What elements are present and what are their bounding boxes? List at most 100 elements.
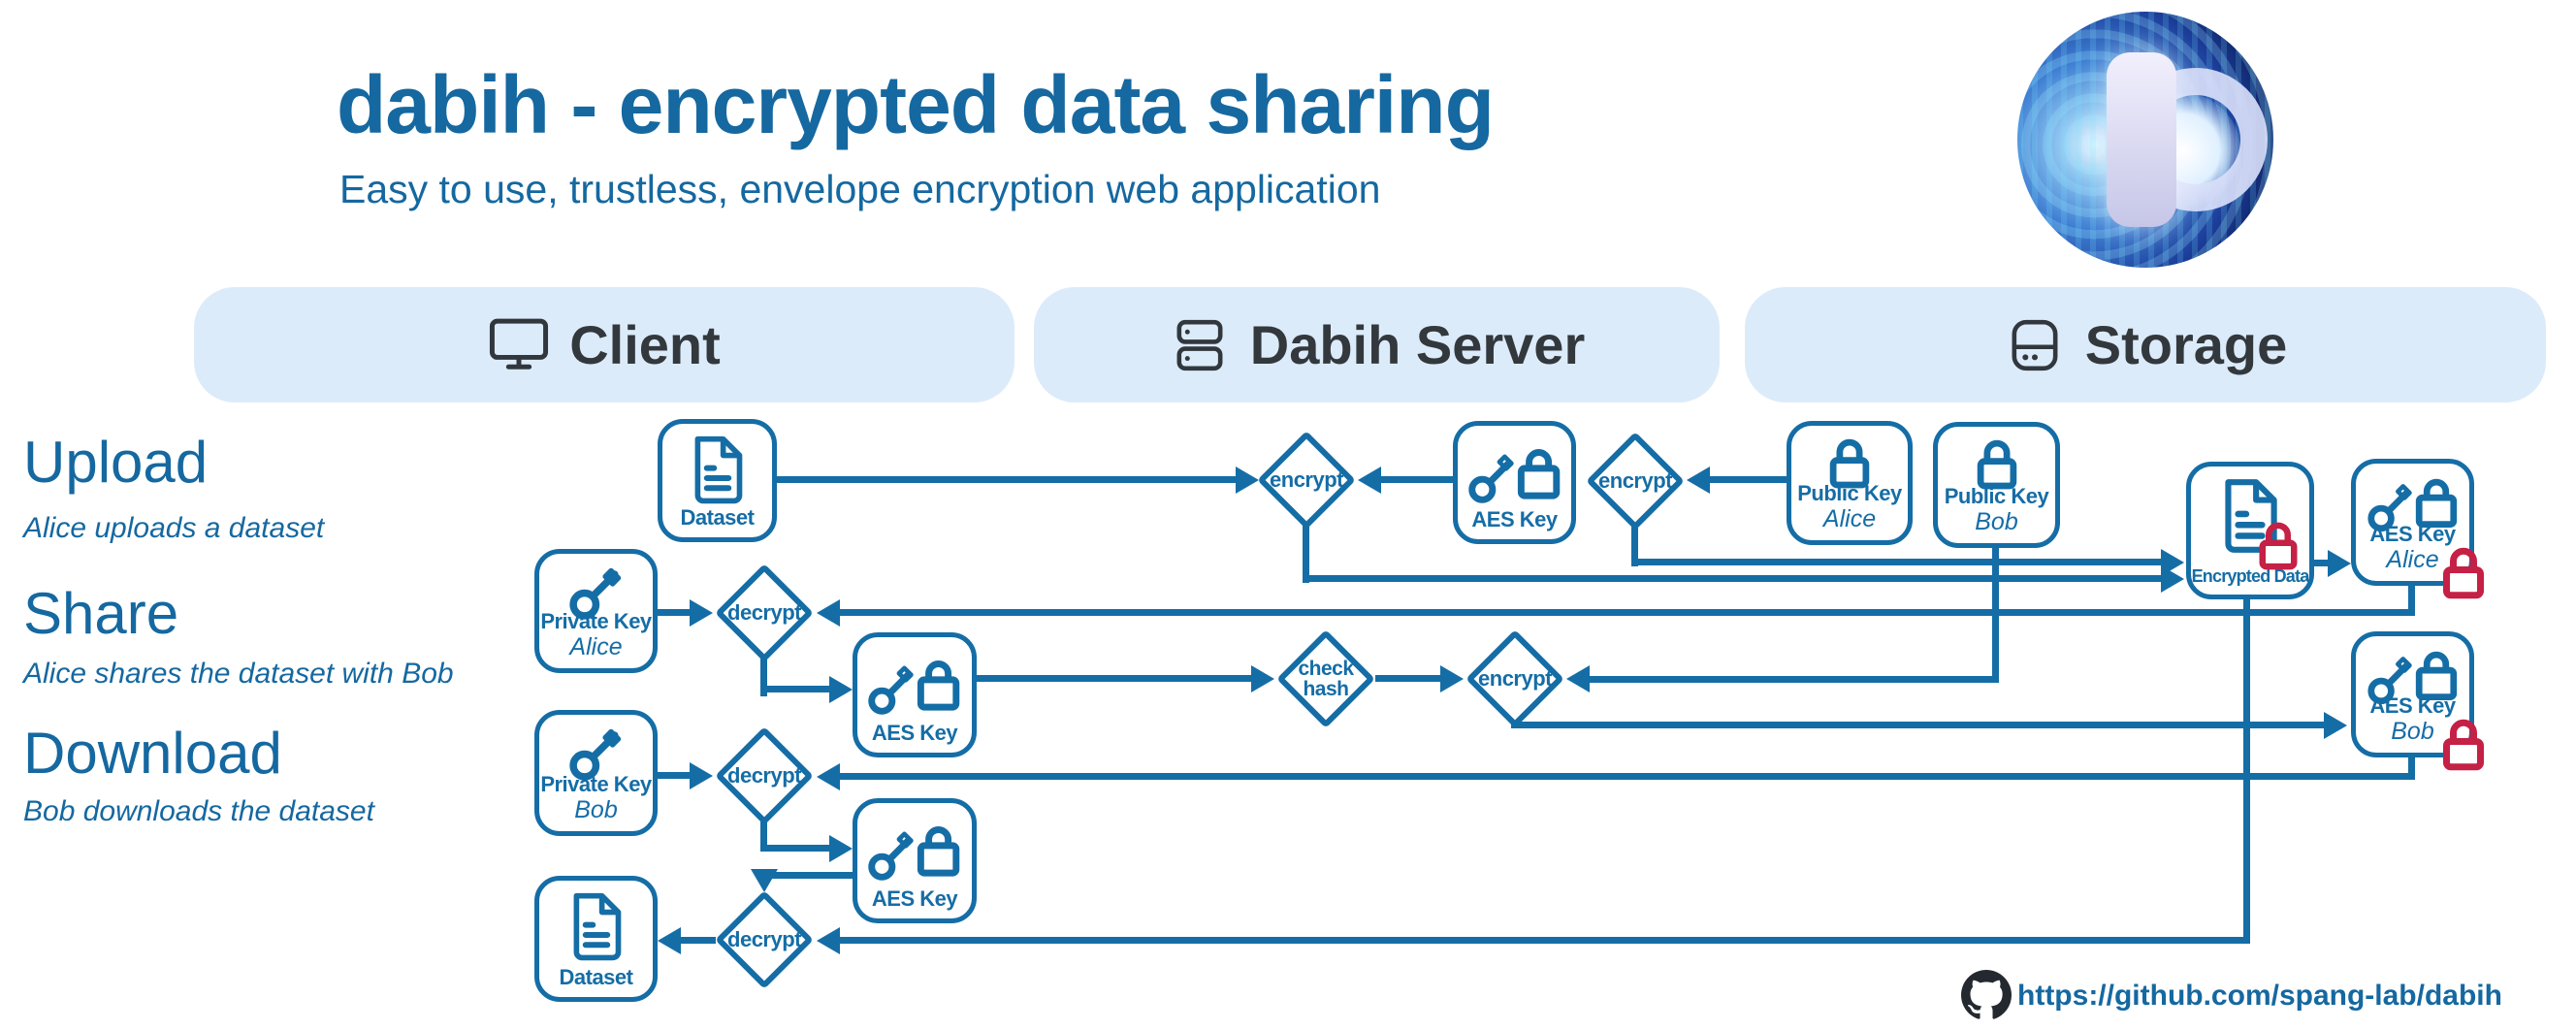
operation-label: encrypt — [1270, 467, 1343, 492]
node-dataset-download: Dataset — [534, 876, 658, 1002]
node-aes-key-share: AES Key — [853, 632, 977, 757]
flow-connector — [760, 872, 853, 879]
node-aes-key-bob: AES Key Bob — [2351, 631, 2474, 757]
operation-label: decrypt — [727, 762, 801, 788]
server-icon — [1169, 316, 1231, 374]
dabih-logo — [2017, 12, 2273, 268]
flow-arrowhead — [1687, 467, 1710, 494]
operation-label: decrypt — [727, 926, 801, 951]
column-storage: Storage — [1745, 287, 2546, 402]
flow-connector — [777, 476, 1236, 483]
node-public-key-bob: Public Key Bob — [1933, 422, 2060, 548]
flow-arrowhead — [690, 599, 713, 627]
flow-connector — [1631, 559, 2161, 565]
flow-connector — [658, 772, 690, 779]
flow-connector — [681, 937, 716, 944]
flow-connector — [2408, 753, 2415, 780]
check-hash-diamond: check hash — [1276, 629, 1375, 728]
github-repo-link[interactable]: https://github.com/spang-lab/dabih — [2017, 980, 2502, 1012]
key-lock-icon — [865, 657, 964, 721]
column-label: Client — [569, 314, 721, 375]
flow-connector — [760, 686, 829, 692]
flow-connector — [840, 773, 2412, 780]
flow-arrowhead — [658, 927, 681, 954]
column-label: Storage — [2084, 314, 2288, 375]
node-aes-key-download: AES Key — [853, 798, 977, 923]
flow-arrowhead — [2324, 712, 2347, 739]
flow-arrowhead — [2161, 549, 2184, 576]
flow-connector — [1375, 675, 1440, 682]
flow-arrowhead — [817, 599, 840, 627]
encrypt-diamond-upload-key: encrypt — [1586, 432, 1685, 531]
key-lock-icon — [1465, 445, 1564, 509]
flow-arrowhead — [1440, 665, 1464, 692]
encrypt-diamond-upload-data: encrypt — [1257, 431, 1356, 530]
node-label: Private Key — [540, 772, 652, 797]
section-share-title: Share — [23, 581, 179, 646]
operation-label: encrypt — [1598, 467, 1672, 493]
flow-arrowhead — [1358, 467, 1381, 494]
flow-connector — [1303, 524, 1309, 583]
lock-icon — [1971, 435, 2023, 495]
flow-connector — [2408, 580, 2415, 616]
flow-arrowhead — [1566, 665, 1590, 692]
flow-connector — [1710, 476, 1787, 483]
node-label: Private Key — [540, 609, 652, 634]
node-label: AES Key — [1471, 506, 1558, 531]
flow-connector — [1381, 476, 1453, 483]
flow-connector — [760, 821, 767, 852]
node-owner: Bob — [574, 795, 618, 823]
flow-connector — [658, 609, 690, 616]
flow-connector — [760, 845, 829, 852]
monitor-icon — [488, 316, 550, 374]
flow-connector — [1303, 575, 2161, 582]
red-lock-icon — [2253, 517, 2303, 575]
flow-connector — [840, 937, 2250, 944]
node-owner: Alice — [569, 632, 623, 660]
flow-arrowhead — [1236, 467, 1259, 494]
column-label: Dabih Server — [1249, 314, 1586, 375]
node-owner: Bob — [1975, 507, 2018, 535]
node-public-key-alice: Public Key Alice — [1787, 421, 1913, 545]
red-lock-icon — [2436, 714, 2491, 776]
section-upload-caption: Alice uploads a dataset — [23, 512, 325, 544]
node-owner: Alice — [1822, 504, 1877, 532]
operation-label: decrypt — [727, 599, 801, 625]
node-label: AES Key — [871, 720, 958, 745]
operation-label: check hash — [1298, 657, 1354, 700]
node-label: Dataset — [680, 504, 755, 530]
node-label: Dataset — [559, 964, 633, 989]
key-lock-icon — [2365, 475, 2462, 537]
node-owner: Bob — [2391, 717, 2434, 745]
column-dabih-server: Dabih Server — [1034, 287, 1720, 402]
flow-connector — [760, 658, 767, 696]
node-private-key-alice: Private Key Alice — [534, 549, 658, 673]
flow-connector — [1631, 525, 1638, 566]
flow-arrowhead — [829, 676, 853, 703]
logo-d-bar — [2107, 52, 2176, 227]
node-label: AES Key — [871, 885, 958, 911]
node-private-key-bob: Private Key Bob — [534, 710, 658, 836]
flow-arrowhead — [1251, 665, 1274, 692]
flow-arrowhead — [751, 869, 778, 892]
node-label: Encrypted Data — [2191, 566, 2310, 587]
decrypt-diamond-share: decrypt — [715, 563, 814, 662]
operation-label: encrypt — [1478, 665, 1552, 691]
document-icon — [565, 890, 628, 963]
section-share-caption: Alice shares the dataset with Bob — [23, 658, 454, 690]
page-title: dabih - encrypted data sharing — [337, 59, 1495, 150]
storage-icon — [2004, 316, 2066, 374]
document-icon — [687, 434, 749, 506]
key-icon — [563, 562, 630, 624]
column-client: Client — [194, 287, 1014, 402]
page-subtitle: Easy to use, trustless, envelope encrypt… — [339, 167, 1381, 211]
flow-arrowhead — [817, 763, 840, 790]
decrypt-diamond-download-data: decrypt — [715, 890, 814, 989]
flow-arrowhead — [2328, 550, 2351, 577]
section-upload-title: Upload — [23, 430, 209, 495]
flow-arrowhead — [817, 927, 840, 954]
lock-icon — [1823, 434, 1876, 494]
node-aes-key-upload: AES Key — [1453, 421, 1576, 544]
section-download-title: Download — [23, 721, 282, 786]
